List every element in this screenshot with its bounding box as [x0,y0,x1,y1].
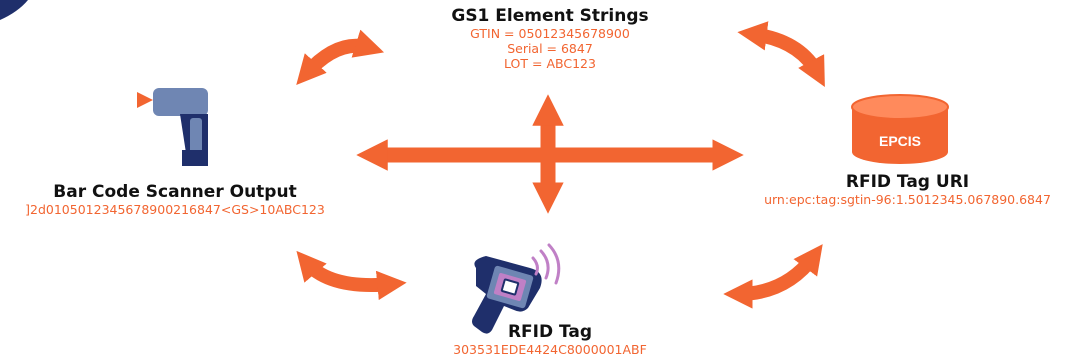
curved-arrow-bottom-left [296,250,407,301]
corner-decoration [0,0,28,20]
uri-value: urn:epc:tag:sgtin-96:1.5012345.067890.68… [764,192,1051,207]
wireless-signal-icon [531,243,561,285]
curved-arrow-top-left [296,29,385,85]
center-cross-arrows [356,94,744,214]
node-rfid-tag-uri: RFID Tag URI urn:epc:tag:sgtin-96:1.5012… [755,172,1060,207]
gs1-title: GS1 Element Strings [451,6,649,26]
node-gs1-element-strings: GS1 Element Strings GTIN = 0501234567890… [440,6,660,71]
node-rfid-tag: RFID Tag 303531EDE4424C8000001ABF [440,322,660,357]
gs1-line-serial: Serial = 6847 [507,41,593,56]
tag-value: 303531EDE4424C8000001ABF [453,342,647,357]
curved-arrow-top-right [737,21,825,87]
barcode-scanner-icon [137,88,208,166]
tag-title: RFID Tag [507,322,593,342]
scanner-value: ]2d0105012345678900216847<GS>10ABC123 [25,202,325,217]
node-bar-code-scanner-output: Bar Code Scanner Output ]2d0105012345678… [10,182,340,217]
scanner-title: Bar Code Scanner Output [53,182,297,202]
uri-title: RFID Tag URI [845,172,970,192]
curved-arrow-bottom-right [723,244,823,309]
database-label: EPCIS [879,133,921,149]
gs1-line-gtin: GTIN = 05012345678900 [470,26,630,41]
database-icon: EPCIS [851,94,949,164]
rfid-reader-icon [472,243,561,334]
gs1-line-lot: LOT = ABC123 [504,56,596,71]
